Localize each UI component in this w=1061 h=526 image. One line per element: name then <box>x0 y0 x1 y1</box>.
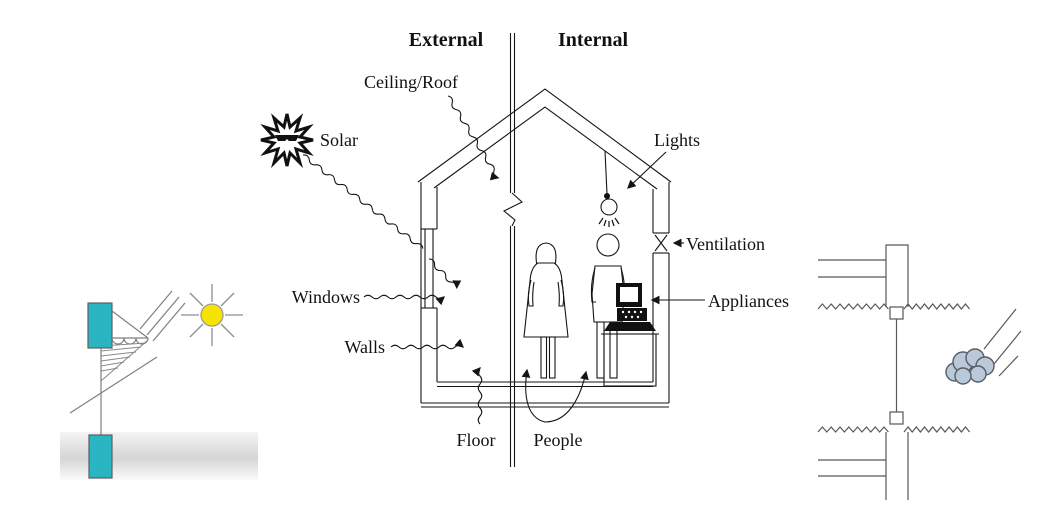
people-arrow <box>521 368 589 423</box>
sunglasses-icon <box>275 135 299 141</box>
transmitted-ray-wave <box>428 258 462 290</box>
solar-label: Solar <box>320 130 358 150</box>
upper-wall-block <box>87 302 113 349</box>
cloud-rays <box>983 308 1022 377</box>
zigzag-bottom-right <box>903 426 971 433</box>
solar-ray-wave <box>302 154 424 249</box>
shadow-angle-line <box>69 356 158 414</box>
roof-outline <box>417 88 672 190</box>
awning <box>111 310 149 345</box>
house-panel: External Internal <box>260 29 789 467</box>
window-glass-section <box>889 306 904 425</box>
sun-icon <box>181 284 243 346</box>
appliances-label: Appliances <box>708 291 789 311</box>
right-wall-vent <box>652 182 670 403</box>
walls-label: Walls <box>344 337 385 357</box>
floor-heat-wave <box>471 367 483 425</box>
floor-label: Floor <box>456 430 495 450</box>
sun-ray-lines <box>139 290 186 342</box>
people-label: People <box>534 430 583 450</box>
lights-arrow <box>627 151 667 189</box>
floor-lines <box>421 381 669 408</box>
divider-line <box>502 33 523 467</box>
solar-burst-icon <box>260 113 314 169</box>
lights-label: Lights <box>654 130 700 150</box>
facade-section-lower <box>818 432 909 500</box>
zigzag-bottom <box>817 426 889 433</box>
internal-label: Internal <box>558 29 628 51</box>
facade-panel <box>817 244 1022 500</box>
man-figure <box>590 233 626 379</box>
shading-panel <box>60 284 258 480</box>
zigzag-top-right <box>903 303 971 310</box>
computer-icon <box>604 283 656 331</box>
ceiling-heat-wave <box>447 95 500 181</box>
desk <box>601 333 659 387</box>
external-label: External <box>409 29 484 51</box>
facade-section-upper <box>818 244 909 307</box>
windows-heat-wave <box>363 294 445 306</box>
walls-heat-wave <box>390 338 464 350</box>
zigzag-top <box>817 303 889 310</box>
windows-label: Windows <box>292 287 360 307</box>
shadow-hatch <box>100 339 149 382</box>
lower-wall-block <box>88 434 113 479</box>
left-wall-window <box>420 182 438 403</box>
light-bulb-icon <box>598 150 620 227</box>
cloud-icon <box>945 348 995 385</box>
ventilation-label: Ventilation <box>686 234 765 254</box>
ceiling-roof-label: Ceiling/Roof <box>364 72 458 92</box>
woman-figure <box>523 242 569 379</box>
